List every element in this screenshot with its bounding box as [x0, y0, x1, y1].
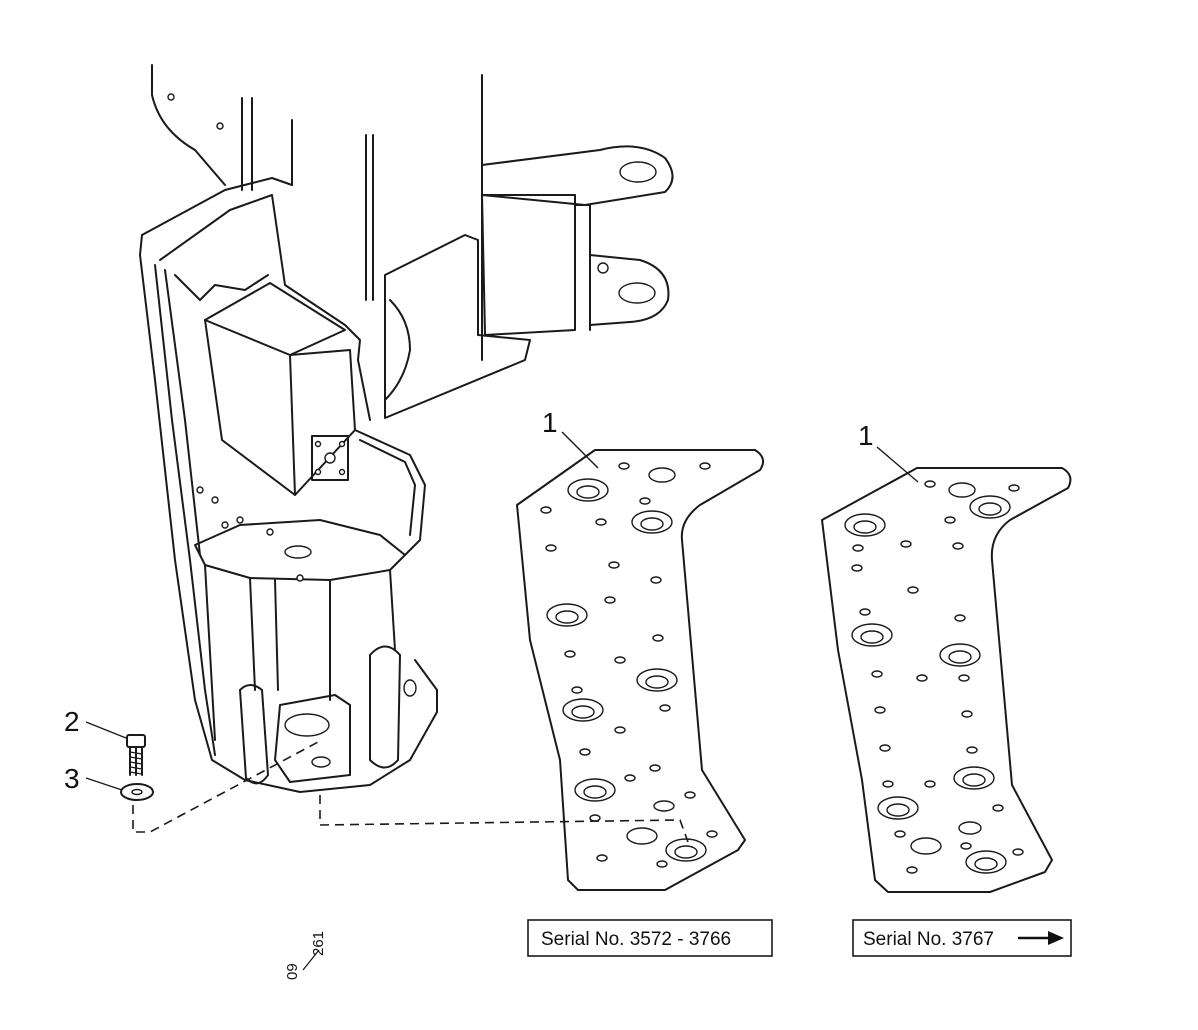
- assembly-line-fastener: [132, 741, 319, 833]
- serial-label-right: Serial No. 3767: [863, 929, 994, 950]
- lug-bracket: [384, 145, 674, 419]
- callout-plate-right: 1: [858, 420, 874, 451]
- leader-screw: [85, 721, 127, 739]
- leader-washer: [85, 777, 123, 791]
- screw-part: [126, 734, 146, 776]
- drawing-ref-denominator: 261: [310, 931, 327, 956]
- arrow-right-icon: [1018, 931, 1064, 945]
- callout-plate-left: 1: [542, 407, 558, 438]
- mounting-plate-right: [821, 467, 1072, 893]
- callout-screw: 2: [64, 706, 80, 737]
- callout-washer: 3: [64, 763, 80, 794]
- leader-plate-right: [876, 446, 919, 483]
- serial-box-left: Serial No. 3572 - 3766: [527, 919, 773, 957]
- leader-plate-left: [561, 431, 599, 469]
- assembly-line-plate: [319, 795, 689, 843]
- serial-box-right: Serial No. 3767: [852, 919, 1072, 957]
- drawing-reference: 09 261: [284, 931, 327, 980]
- serial-label-left: Serial No. 3572 - 3766: [541, 929, 731, 950]
- mounting-plate-left: [516, 449, 765, 891]
- chassis-assembly: [139, 64, 483, 793]
- washer-part: [120, 783, 154, 801]
- drawing-ref-numerator: 09: [284, 963, 301, 980]
